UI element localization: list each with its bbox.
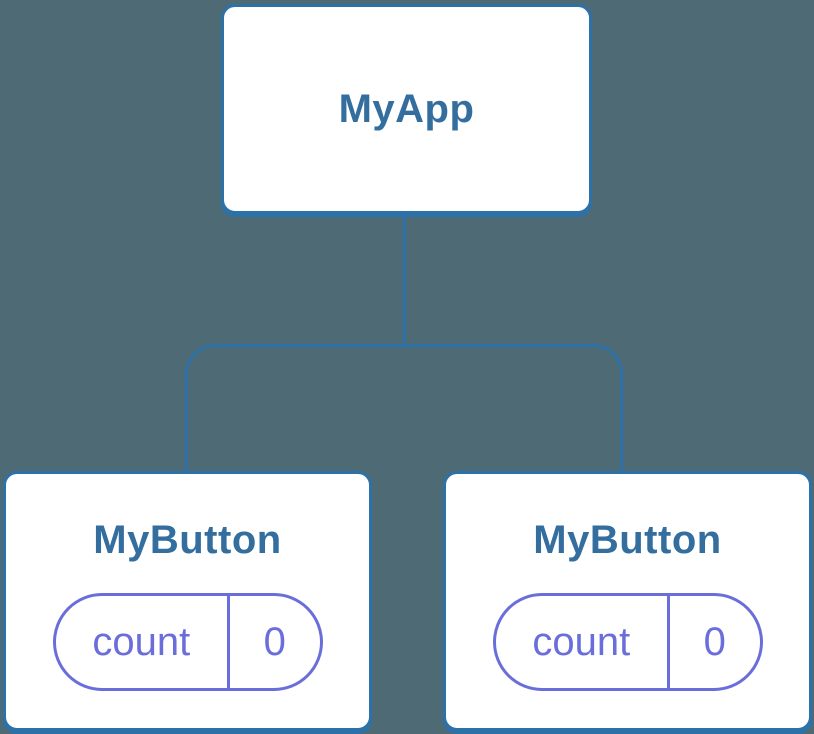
child-component-label: MyButton (93, 518, 282, 562)
child-component-label: MyButton (533, 518, 722, 562)
connector-branch-bracket (185, 344, 623, 484)
pill-divider (227, 596, 231, 688)
state-value-label: 0 (263, 619, 286, 664)
child-component-box-right: MyButton count 0 (443, 471, 812, 731)
state-value-label: 0 (703, 619, 726, 664)
state-key-label: count (532, 619, 631, 664)
state-key-label: count (92, 619, 191, 664)
child-component-box-left: MyButton count 0 (3, 471, 372, 731)
state-pill: count 0 (492, 593, 763, 691)
pill-divider (667, 596, 671, 688)
root-component-box: MyApp (221, 4, 592, 214)
connector-stem-line (403, 210, 406, 346)
root-component-label: MyApp (338, 87, 475, 131)
state-pill: count 0 (52, 593, 323, 691)
